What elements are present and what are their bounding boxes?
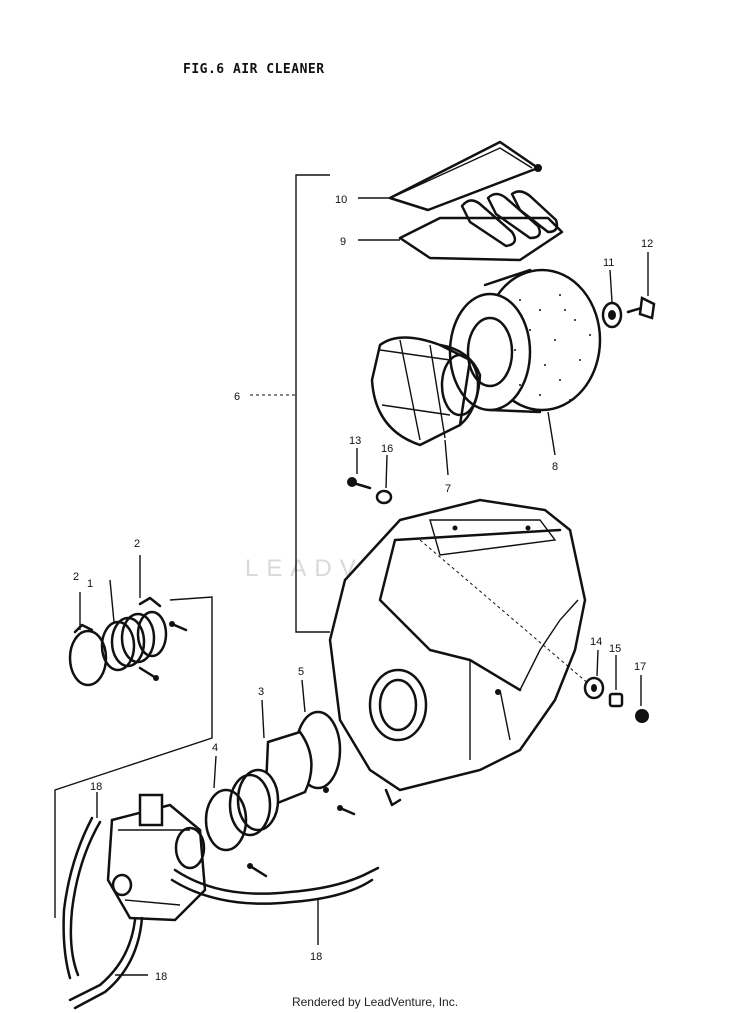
part-4-clamp xyxy=(204,755,248,852)
part-2-clamp-left xyxy=(68,592,108,687)
callout-14: 14 xyxy=(590,636,602,648)
part-14-grommet xyxy=(583,649,605,700)
callout-10: 10 xyxy=(335,194,347,206)
callout-1: 1 xyxy=(87,578,93,590)
part-17-nut xyxy=(635,675,649,723)
callout-18-right: 18 xyxy=(310,951,322,963)
carburetor-assembly xyxy=(106,793,207,922)
callout-18-bottom: 18 xyxy=(155,971,167,983)
callout-2-right: 2 xyxy=(134,538,140,550)
part-13-screw xyxy=(347,448,372,490)
clamp-screws-left xyxy=(138,621,188,681)
part-18-hose-right xyxy=(170,866,380,945)
assembly-bracket-6 xyxy=(250,174,330,633)
part-1-inlet-hose xyxy=(100,579,156,672)
callout-12: 12 xyxy=(641,238,653,250)
callout-16: 16 xyxy=(381,443,393,455)
hose-bracket-line xyxy=(54,596,213,918)
pipe-screws xyxy=(247,787,356,878)
part-11-washer xyxy=(601,269,623,329)
callout-5: 5 xyxy=(298,666,304,678)
part-10-retainer-band xyxy=(358,140,542,212)
callout-6: 6 xyxy=(234,391,240,403)
part-9-cover-plate xyxy=(358,190,564,262)
callout-7: 7 xyxy=(445,483,451,495)
part-15-collar xyxy=(608,655,624,708)
footer-credit: Rendered by LeadVenture, Inc. xyxy=(291,995,459,1009)
callout-4: 4 xyxy=(212,742,218,754)
callout-13: 13 xyxy=(349,435,361,447)
part-12-wing-nut xyxy=(626,252,656,320)
part-6-air-cleaner-case xyxy=(328,498,591,807)
part-16-washer xyxy=(375,454,393,505)
part-3-intake-pipe xyxy=(228,699,313,837)
figure-title: FIG.6 AIR CLEANER xyxy=(183,62,325,77)
part-2-clamp-right xyxy=(136,555,168,658)
callout-2-left: 2 xyxy=(73,571,79,583)
callout-15: 15 xyxy=(609,643,621,655)
callout-17: 17 xyxy=(634,661,646,673)
callout-8: 8 xyxy=(552,461,558,473)
callout-18-left: 18 xyxy=(90,781,102,793)
part-18-hose-bottom xyxy=(68,916,148,1010)
part-7-element-cage xyxy=(370,336,482,476)
callout-11: 11 xyxy=(603,257,614,269)
part-8-filter-element xyxy=(448,268,602,456)
part-18-hose-left xyxy=(62,792,102,980)
callout-9: 9 xyxy=(340,236,346,248)
callout-3: 3 xyxy=(258,686,264,698)
